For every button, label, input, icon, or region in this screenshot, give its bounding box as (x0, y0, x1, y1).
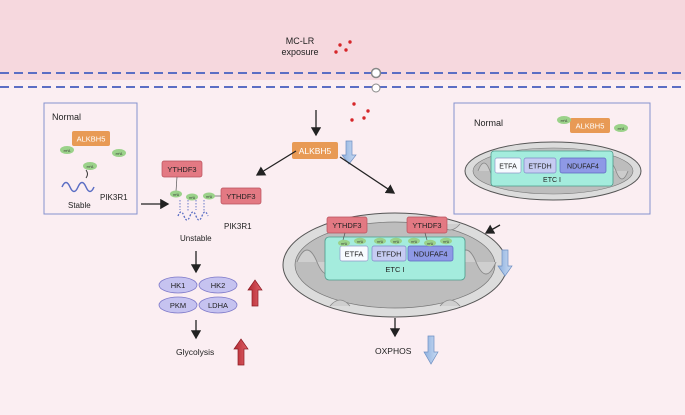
left-gene-label: PIK3R1 (100, 193, 128, 202)
right-ndufaf4-label: NDUFAF4 (567, 164, 599, 171)
lower-m6a-2-label: m⁶A (357, 240, 364, 244)
enzyme-hk1-label: HK1 (171, 281, 186, 290)
lower-ndufaf4-label: NDUFAF4 (413, 250, 447, 259)
lower-m6a-4-label: m⁶A (393, 240, 400, 244)
right-m6a-2 (614, 124, 628, 132)
toxin-particles-inside (350, 102, 370, 122)
arrow-panel-to-mito (484, 224, 501, 234)
left-m6a-2-label: m⁶A (116, 152, 123, 156)
left-m6a-3-label: m⁶A (87, 165, 94, 169)
ythdf3-top-box (161, 160, 203, 178)
lower-etc-label: ETC I (385, 265, 404, 274)
right-alkbh5-box (570, 118, 610, 133)
lower-m6a-7 (440, 237, 452, 245)
mid-gene-label: PIK3R1 (224, 222, 252, 231)
enzymes-up-arrow (247, 279, 263, 307)
mid-m6a-1 (170, 190, 182, 198)
enzyme-pkm (158, 296, 198, 314)
oxphos-down-arrow (423, 335, 439, 365)
unstable-label: Unstable (180, 234, 212, 243)
lower-m6a-7-label: m⁶A (443, 240, 450, 244)
lower-etfdh-label: ETFDH (377, 250, 402, 259)
exposure-line2: exposure (281, 47, 318, 57)
alkbh5-center-box (292, 142, 338, 159)
lower-m6a-1-label: m⁶A (341, 242, 348, 246)
mid-m6a-2 (186, 193, 198, 201)
right-ndufaf4-box (559, 157, 607, 174)
right-etfdh-label: ETFDH (528, 164, 551, 171)
right-panel-title: Normal (474, 118, 503, 128)
lower-ythdf3-right-box (406, 216, 448, 234)
ythdf3-right-label: YTHDF3 (226, 192, 255, 201)
lower-m6a-6 (424, 239, 436, 247)
enzyme-hk1 (158, 276, 198, 294)
right-alkbh5-label: ALKBH5 (576, 122, 605, 131)
left-m6a-2 (112, 149, 126, 157)
mid-m6a-1-label: m⁶A (173, 193, 180, 197)
glycolytic-enzymes: HK1 HK2 PKM LDHA (158, 276, 238, 314)
extracellular-space (0, 0, 685, 80)
lower-m6a-1 (338, 239, 350, 247)
arrow-to-ythdf3 (255, 150, 297, 176)
oxphos-label: OXPHOS (375, 346, 412, 356)
alkbh5-down-arrow (341, 140, 357, 165)
right-m6a-1 (557, 116, 571, 124)
left-m6a-1-label: m⁶A (64, 149, 71, 153)
mid-m6a-2-label: m⁶A (189, 196, 196, 200)
left-alkbh5-label: ALKBH5 (77, 135, 106, 144)
lower-m6a-4 (390, 237, 402, 245)
lower-m6a-3 (374, 237, 386, 245)
etc-down-arrow (497, 249, 513, 277)
right-etc-label: ETC I (543, 177, 561, 184)
exposure-line1: MC-LR (286, 36, 315, 46)
left-stable-label: Stable (68, 201, 91, 210)
arrow-to-mitochondrion (339, 156, 396, 194)
left-stable-mrna (61, 181, 95, 193)
lower-m6a-2 (354, 237, 366, 245)
lower-ythdf3-right-label: YTHDF3 (412, 221, 441, 230)
left-normal-panel (43, 102, 138, 215)
right-etfa-label: ETFA (499, 164, 517, 171)
left-m6a-1 (60, 146, 74, 154)
unstable-mrna (177, 211, 209, 221)
toxin-particles-outside (334, 40, 352, 54)
lower-m6a-3-label: m⁶A (377, 240, 384, 244)
membrane-channel-inner (371, 83, 381, 93)
enzyme-hk2-label: HK2 (211, 281, 226, 290)
lower-ythdf3-left-box (326, 216, 368, 234)
lower-m6a-5-label: m⁶A (411, 240, 418, 244)
left-m6a-3 (83, 162, 97, 170)
lower-etfa-box (339, 245, 369, 262)
membrane-channel (370, 67, 382, 79)
right-m6a-1-label: m⁶A (561, 119, 568, 123)
lower-etfa-label: ETFA (345, 250, 364, 259)
enzyme-ldha (198, 296, 238, 314)
glycolysis-label: Glycolysis (176, 347, 214, 357)
mid-m6a-3 (203, 192, 215, 200)
enzyme-pkm-label: PKM (170, 301, 186, 310)
lower-ythdf3-left-label: YTHDF3 (332, 221, 361, 230)
right-etfa-box (494, 157, 522, 174)
lower-m6a-5 (408, 237, 420, 245)
lower-m6a-marks: m⁶A m⁶A m⁶A m⁶A m⁶A m⁶A m⁶A (338, 237, 452, 247)
left-panel-title: Normal (52, 112, 81, 122)
mid-m6a-3-label: m⁶A (206, 195, 213, 199)
alkbh5-center-label: ALKBH5 (299, 146, 332, 156)
glycolysis-up-arrow (233, 338, 249, 366)
ythdf3-top-label: YTHDF3 (167, 165, 196, 174)
enzyme-ldha-label: LDHA (208, 301, 228, 310)
lower-m6a-6-label: m⁶A (427, 242, 434, 246)
lower-etfdh-box (371, 245, 407, 262)
right-etfdh-box (523, 157, 557, 174)
right-m6a-2-label: m⁶A (618, 127, 625, 131)
left-alkbh5-box (72, 131, 110, 146)
enzyme-hk2 (198, 276, 238, 294)
